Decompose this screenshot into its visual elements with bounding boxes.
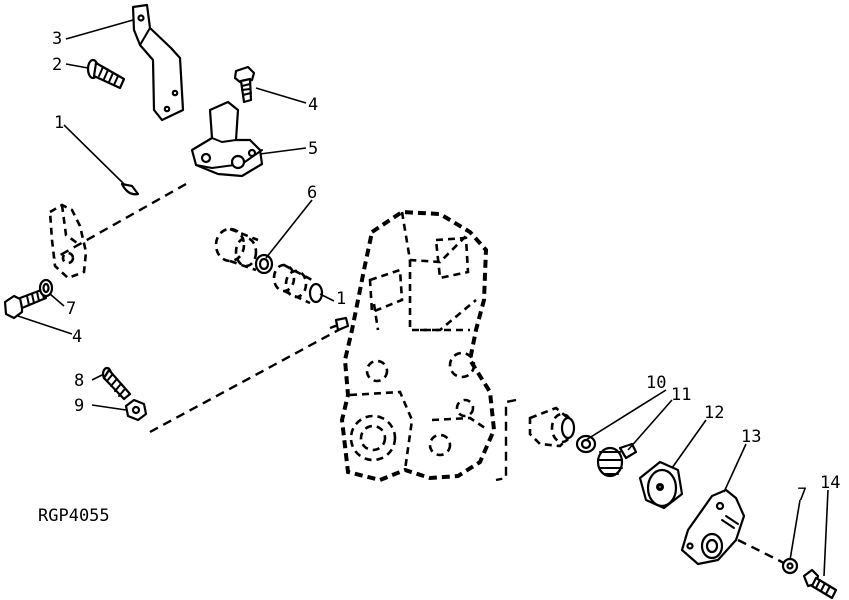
part-1-key-right [334, 316, 350, 332]
callout-7-left: 7 [66, 299, 76, 319]
part-4-bolt-lower [3, 287, 48, 320]
callout-1-right: 1 [336, 289, 346, 309]
leader-lines [17, 19, 829, 577]
pump-housing [339, 209, 497, 483]
callout-4-lower: 4 [72, 327, 82, 347]
shaft-coupling [528, 406, 576, 448]
part-13-cover [680, 488, 746, 566]
part-7-washer-right [781, 557, 799, 575]
part-12-cam-wheel [638, 460, 684, 510]
part-1-key [120, 182, 140, 196]
callout-10: 10 [646, 373, 666, 393]
part-4-bolt-upper [233, 65, 256, 104]
callout-11: 11 [671, 385, 691, 405]
callout-3: 3 [52, 29, 62, 49]
callout-5: 5 [308, 139, 318, 159]
callout-6: 6 [307, 183, 317, 203]
part-9-jam-nut [124, 398, 148, 422]
callout-4-upper: 4 [308, 95, 318, 115]
part-6-piston-assembly [214, 227, 324, 305]
part-8-adjusting-screw [101, 366, 132, 401]
callout-13: 13 [741, 427, 761, 447]
callout-8: 8 [74, 371, 84, 391]
part-14-cap-screw [802, 568, 838, 600]
callout-12: 12 [704, 403, 724, 423]
part-2-cap-screw [86, 58, 126, 90]
callout-9: 9 [74, 396, 84, 416]
callout-labels: 1 1 2 3 4 4 5 6 7 7 8 9 10 11 12 13 14 [52, 29, 840, 505]
part-11-spring [596, 442, 638, 478]
part-7-washer-left [38, 278, 54, 298]
part-5-lever [190, 100, 264, 178]
part-3-bracket [131, 3, 185, 122]
ghost-bracket-left [48, 203, 88, 280]
callout-14: 14 [820, 473, 840, 493]
figure-code: RGP4055 [38, 506, 110, 526]
callout-2: 2 [52, 55, 62, 75]
callout-7-right: 7 [797, 485, 807, 505]
callout-1-left: 1 [54, 113, 64, 133]
part-10-o-ring [575, 434, 597, 454]
